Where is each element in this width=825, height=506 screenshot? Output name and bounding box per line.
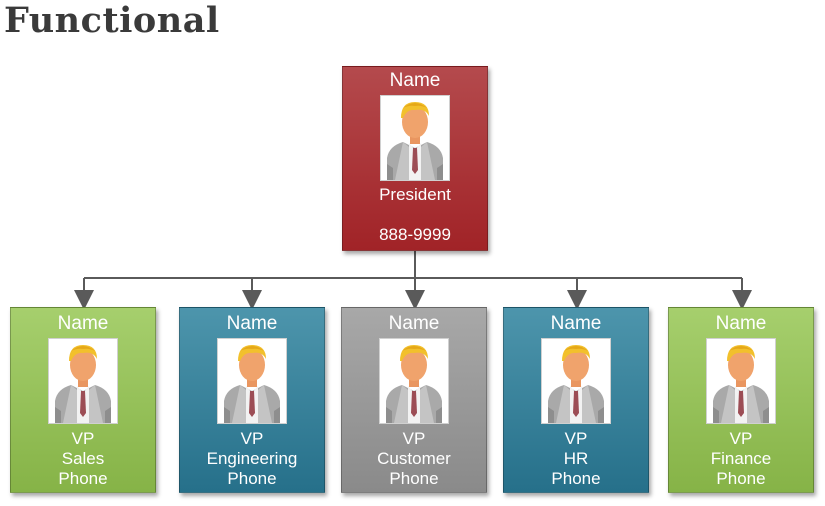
person-avatar-icon bbox=[706, 338, 776, 424]
card-title: VP bbox=[240, 429, 264, 448]
president-card[interactable]: Name President 888-9999 bbox=[342, 66, 488, 251]
vp-card-finance[interactable]: Name VP Finance Phone bbox=[668, 307, 814, 493]
vp-card-engineering[interactable]: Name VP Engineering Phone bbox=[179, 307, 325, 493]
card-name: Name bbox=[715, 313, 767, 334]
card-phone: Phone bbox=[227, 469, 277, 488]
card-title: VP bbox=[564, 429, 588, 448]
card-name: Name bbox=[57, 313, 109, 334]
card-title: VP bbox=[402, 429, 426, 448]
card-dept: Engineering bbox=[206, 449, 298, 468]
card-title: President bbox=[379, 185, 451, 204]
card-dept: Customer bbox=[377, 449, 451, 468]
card-name: Name bbox=[226, 313, 278, 334]
card-dept: Finance bbox=[710, 449, 772, 468]
card-phone: Phone bbox=[58, 469, 108, 488]
card-phone: Phone bbox=[716, 469, 766, 488]
card-phone: Phone bbox=[389, 469, 439, 488]
person-avatar-icon bbox=[541, 338, 611, 424]
page-title: Functional bbox=[4, 0, 220, 41]
card-name: Name bbox=[389, 70, 441, 91]
vp-card-sales[interactable]: Name VP Sales Phone bbox=[10, 307, 156, 493]
card-dept: Sales bbox=[61, 449, 105, 468]
card-title: VP bbox=[71, 429, 95, 448]
card-title: VP bbox=[729, 429, 753, 448]
card-name: Name bbox=[550, 313, 602, 334]
person-avatar-icon bbox=[379, 338, 449, 424]
card-dept: HR bbox=[563, 449, 589, 468]
person-avatar-icon bbox=[48, 338, 118, 424]
person-avatar-icon bbox=[380, 95, 450, 181]
vp-card-customer[interactable]: Name VP Customer Phone bbox=[341, 307, 487, 493]
card-name: Name bbox=[388, 313, 440, 334]
card-phone: 888-9999 bbox=[379, 225, 451, 244]
card-phone: Phone bbox=[551, 469, 601, 488]
vp-card-hr[interactable]: Name VP HR Phone bbox=[503, 307, 649, 493]
person-avatar-icon bbox=[217, 338, 287, 424]
